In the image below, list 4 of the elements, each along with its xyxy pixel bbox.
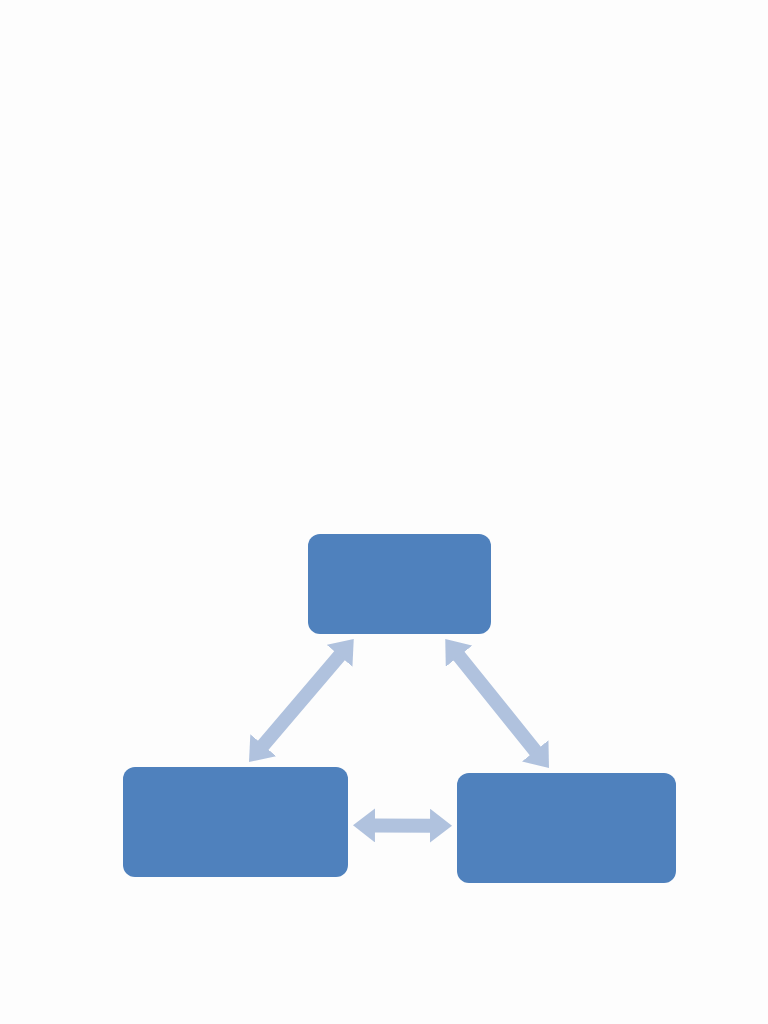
rounded-box: [308, 534, 491, 634]
double-arrow: [352, 808, 453, 843]
rounded-box: [123, 767, 348, 877]
rounded-box: [457, 773, 676, 883]
